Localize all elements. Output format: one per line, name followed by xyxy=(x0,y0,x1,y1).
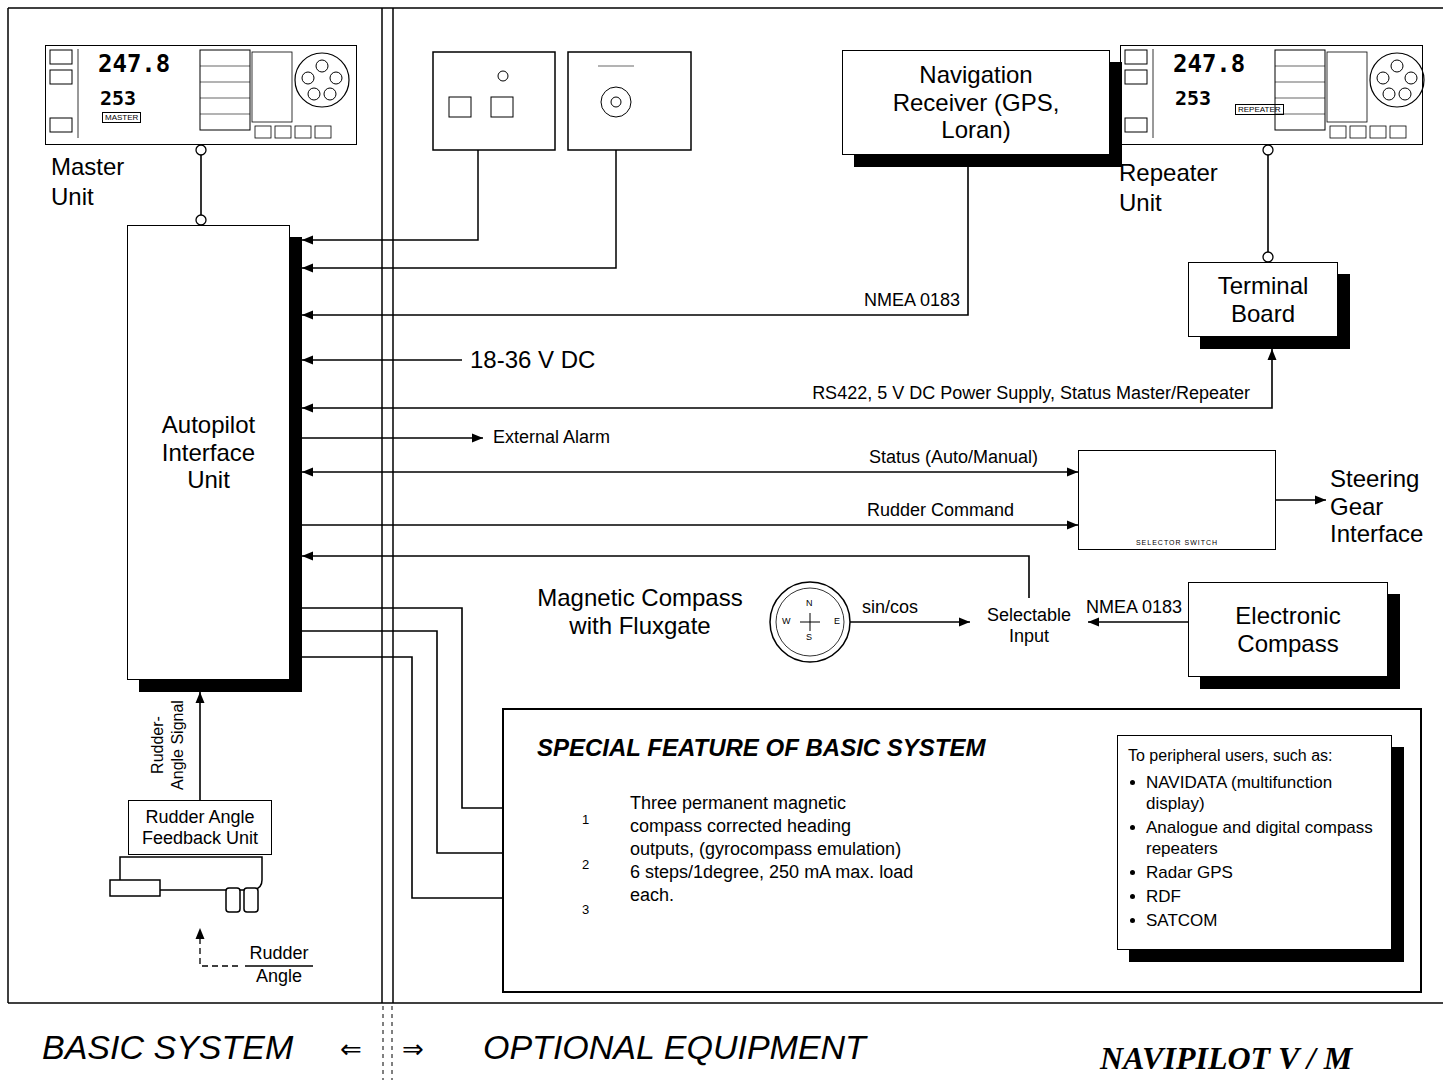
arrow-head xyxy=(302,468,313,477)
connector xyxy=(302,167,968,320)
free-label: MASTER xyxy=(102,112,141,123)
free-label: E xyxy=(834,616,840,626)
free-label: N xyxy=(806,598,813,608)
box-label: Steering Gear Interface xyxy=(1330,465,1438,548)
arrow-head xyxy=(959,618,970,627)
unit-label: Master Unit xyxy=(51,152,161,212)
selector-switch-panel: SELECTOR SWITCH xyxy=(1078,450,1276,550)
list-text: Analogue and digital compass repeaters xyxy=(1146,817,1381,859)
list-item: RDF xyxy=(1128,886,1381,907)
arrow-head xyxy=(302,311,313,320)
list-item: Analogue and digital compass repeaters xyxy=(1128,817,1381,859)
free-label: 18-36 V DC xyxy=(470,346,595,374)
arrow-head xyxy=(1315,496,1326,505)
list-text: SATCOM xyxy=(1146,910,1381,931)
connector xyxy=(302,468,1078,477)
box-text-group: Steering Gear Interface xyxy=(1330,465,1438,548)
arrow-head xyxy=(1268,349,1277,360)
free-label: Rudder Angle xyxy=(243,942,315,988)
free-label: NAVIPILOT V / M xyxy=(1100,1040,1352,1077)
list-heading: To peripheral users, such as: xyxy=(1128,746,1381,766)
free-label: ⇒ xyxy=(402,1034,424,1064)
list-item: NAVIDATA (multifunction display) xyxy=(1128,772,1381,814)
feature-description: Three permanent magnetic compass correct… xyxy=(630,792,915,907)
box-text-group: Selectable Input xyxy=(977,605,1081,646)
connector-label: RS422, 5 V DC Power Supply, Status Maste… xyxy=(640,383,1250,404)
list-text: NAVIDATA (multifunction display) xyxy=(1146,772,1381,814)
free-label: 253 xyxy=(100,86,136,110)
free-label: S xyxy=(806,632,812,642)
electronic-compass-box: Electronic Compass xyxy=(1188,582,1388,677)
free-label: W xyxy=(782,616,791,626)
unit-label: Repeater Unit xyxy=(1119,158,1249,218)
box-text-group: Electronic Compass xyxy=(1206,602,1371,657)
bullet-dot xyxy=(1130,825,1135,830)
box-label: Rudder Angle Feedback Unit xyxy=(133,807,267,848)
terminal-board-box: Terminal Board xyxy=(1188,262,1338,337)
connector-label: 1 xyxy=(582,812,589,827)
connector-label: sin/cos xyxy=(862,597,942,618)
list-text: RDF xyxy=(1146,886,1381,907)
box-text-group: Rudder Angle Feedback Unit xyxy=(133,807,267,848)
connector xyxy=(196,145,206,225)
free-label: ⇐ xyxy=(340,1034,362,1064)
connector xyxy=(1088,618,1188,627)
bullet-dot xyxy=(1130,870,1135,875)
connector-label: NMEA 0183 xyxy=(1084,597,1184,618)
arrow-head xyxy=(196,692,205,703)
interface-unit-box: Autopilot Interface Unit xyxy=(127,225,290,680)
arrow-head xyxy=(1088,618,1099,627)
connector-label: Status (Auto/Manual) xyxy=(760,447,1038,468)
repeater-display-panel: Repeater Unit xyxy=(1120,45,1423,145)
arrow-head xyxy=(302,552,313,561)
box-text-group: Navigation Receiver (GPS, Loran) xyxy=(891,61,1061,144)
connector-label: Rudder- Angle Signal xyxy=(148,697,192,793)
arrow-head xyxy=(302,404,313,413)
list-item: SATCOM xyxy=(1128,910,1381,931)
receiver-box: Navigation Receiver (GPS, Loran) xyxy=(842,50,1110,155)
free-label: 247.8 xyxy=(1173,50,1245,78)
bullet-dot xyxy=(1130,894,1135,899)
panel-caption: SELECTOR SWITCH xyxy=(1079,539,1275,546)
free-label: 253 xyxy=(1175,86,1211,110)
box-label: Autopilot Interface Unit xyxy=(141,411,276,494)
arrow-head xyxy=(1067,468,1078,477)
box-text-group: Autopilot Interface Unit xyxy=(141,411,276,494)
box-label: Navigation Receiver (GPS, Loran) xyxy=(891,61,1061,144)
box-label: Electronic Compass xyxy=(1206,602,1371,657)
feedback-unit-box: Rudder Angle Feedback Unit xyxy=(128,800,272,855)
box-label: Selectable Input xyxy=(977,605,1081,646)
connector xyxy=(1263,145,1273,262)
list-text: Radar GPS xyxy=(1146,862,1381,883)
free-label: OPTIONAL EQUIPMENT xyxy=(483,1028,866,1067)
connector-label: 2 xyxy=(582,857,589,872)
free-label: REPEATER xyxy=(1235,104,1284,115)
steering-gear-text-node: Steering Gear Interface xyxy=(1330,460,1443,553)
connector xyxy=(196,692,205,800)
bullet-dot xyxy=(1130,918,1135,923)
connector xyxy=(302,521,1078,530)
connector xyxy=(1276,496,1326,505)
feature-heading: SPECIAL FEATURE OF BASIC SYSTEM xyxy=(537,734,986,762)
special-feature-box: SPECIAL FEATURE OF BASIC SYSTEM Three per… xyxy=(502,708,1422,993)
connector xyxy=(302,349,1277,413)
bullet-dot xyxy=(1130,780,1135,785)
free-label: 247.8 xyxy=(98,50,170,78)
peripheral-users-box: To peripheral users, such as: NAVIDATA (m… xyxy=(1117,735,1392,950)
selectable-input-node: Selectable Input xyxy=(972,600,1086,652)
box-text-group: Terminal Board xyxy=(1201,272,1326,327)
free-label: External Alarm xyxy=(493,427,610,448)
connector xyxy=(850,618,970,627)
list-item: Radar GPS xyxy=(1128,862,1381,883)
master-display-panel: Master Unit xyxy=(45,45,357,145)
connector-label: 3 xyxy=(582,902,589,917)
connector-label: Rudder Command xyxy=(760,500,1014,521)
connector-label: NMEA 0183 xyxy=(760,290,960,311)
compass-caption: Magnetic Compass with Fluxgate xyxy=(520,584,760,640)
box-label: Terminal Board xyxy=(1201,272,1326,327)
arrow-head xyxy=(1067,521,1078,530)
free-label: BASIC SYSTEM xyxy=(42,1028,293,1067)
